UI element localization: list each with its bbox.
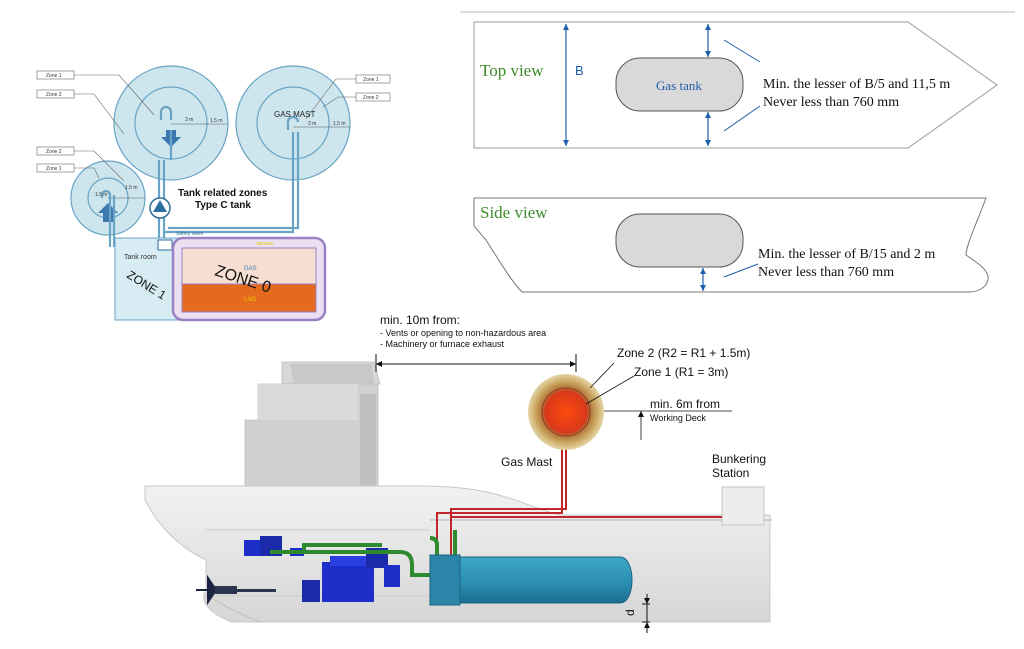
min-6m-label: min. 6m from [650, 397, 720, 411]
bunkering-station [721, 486, 765, 526]
radius-15m-label-a: 1.5 m [210, 118, 223, 124]
callout-zone2-b: Zone 2 [363, 95, 379, 101]
gas-tank-profile [615, 213, 744, 268]
lng-label: LNG [244, 297, 257, 303]
top-view-label: Top view [480, 61, 544, 80]
main-engine [322, 562, 374, 602]
callout-zone1-c: Zone 1 [46, 166, 62, 172]
callout-zone2-c: Zone 2 [46, 149, 62, 155]
gas-tank-plan [615, 57, 744, 112]
tank-zones-diagram: Zone 1 Zone 2 Zone 1 Zone 2 Zone 2 Zone … [36, 65, 391, 322]
lng-fuel-tank [459, 556, 633, 604]
distance-d-label: d [623, 609, 637, 616]
radius-3m-label-b: 3 m [308, 121, 316, 127]
safety-valve-label: Safety valve [176, 231, 203, 237]
callout-zone1-b: Zone 1 [363, 77, 379, 83]
zone2-label: Zone 2 (R2 = R1 + 1.5m) [617, 346, 750, 360]
side-view-min-text: Min. the lesser of B/15 and 2 m [758, 247, 935, 262]
engine-room-machinery [244, 536, 400, 602]
top-view-min-text: Min. the lesser of B/5 and 11,5 m [763, 77, 950, 92]
side-view-diagram: Side view Min. the lesser of B/15 and 2 … [473, 197, 989, 293]
radius-15m-label-c: 1.5 m [95, 192, 108, 198]
gas-mast-ship-label: Gas Mast [501, 455, 553, 469]
tank-connection-space [429, 554, 461, 606]
top-view-never-text: Never less than 760 mm [763, 95, 899, 110]
tank-room-label: Tank room [124, 254, 157, 261]
zone1-label: Zone 1 (R1 = 3m) [634, 365, 728, 379]
radius-3m-label-a: 3 m [185, 117, 193, 123]
radius-15m-label-b: 1.5 m [333, 121, 346, 127]
gas-mast-hazard-zones [528, 374, 604, 450]
ship-section-diagram: min. 10m from: - Vents or opening to non… [144, 313, 772, 633]
gas-label: GAS [244, 266, 257, 272]
gas-mast-label: GAS MAST [274, 110, 315, 119]
gas-tank-label: Gas tank [656, 78, 702, 93]
working-deck-label: Working Deck [650, 413, 706, 423]
diagram-title-line1: Tank related zones [178, 188, 268, 199]
radius-15m-label-d: 1.5 m [125, 185, 138, 191]
vacuum-label: vacuum [256, 241, 274, 247]
lng-liquid [181, 283, 317, 313]
top-view-diagram: Top view B Gas tank Min. the lesser of B… [460, 11, 1015, 149]
callout-zone1-a: Zone 1 [46, 73, 62, 79]
callout-zone2-a: Zone 2 [46, 92, 62, 98]
bunkering-label-line1: Bunkering [712, 452, 766, 466]
side-view-never-text: Never less than 760 mm [758, 265, 894, 280]
beam-label: B [575, 63, 584, 78]
distance-item-vents: - Vents or opening to non-hazardous area [380, 328, 546, 338]
side-view-label: Side view [480, 203, 548, 222]
bunkering-label-line2: Station [712, 466, 749, 480]
distance-item-exhaust: - Machinery or furnace exhaust [380, 339, 505, 349]
distance-header: min. 10m from: [380, 313, 460, 327]
diagram-title-line2: Type C tank [195, 200, 251, 211]
